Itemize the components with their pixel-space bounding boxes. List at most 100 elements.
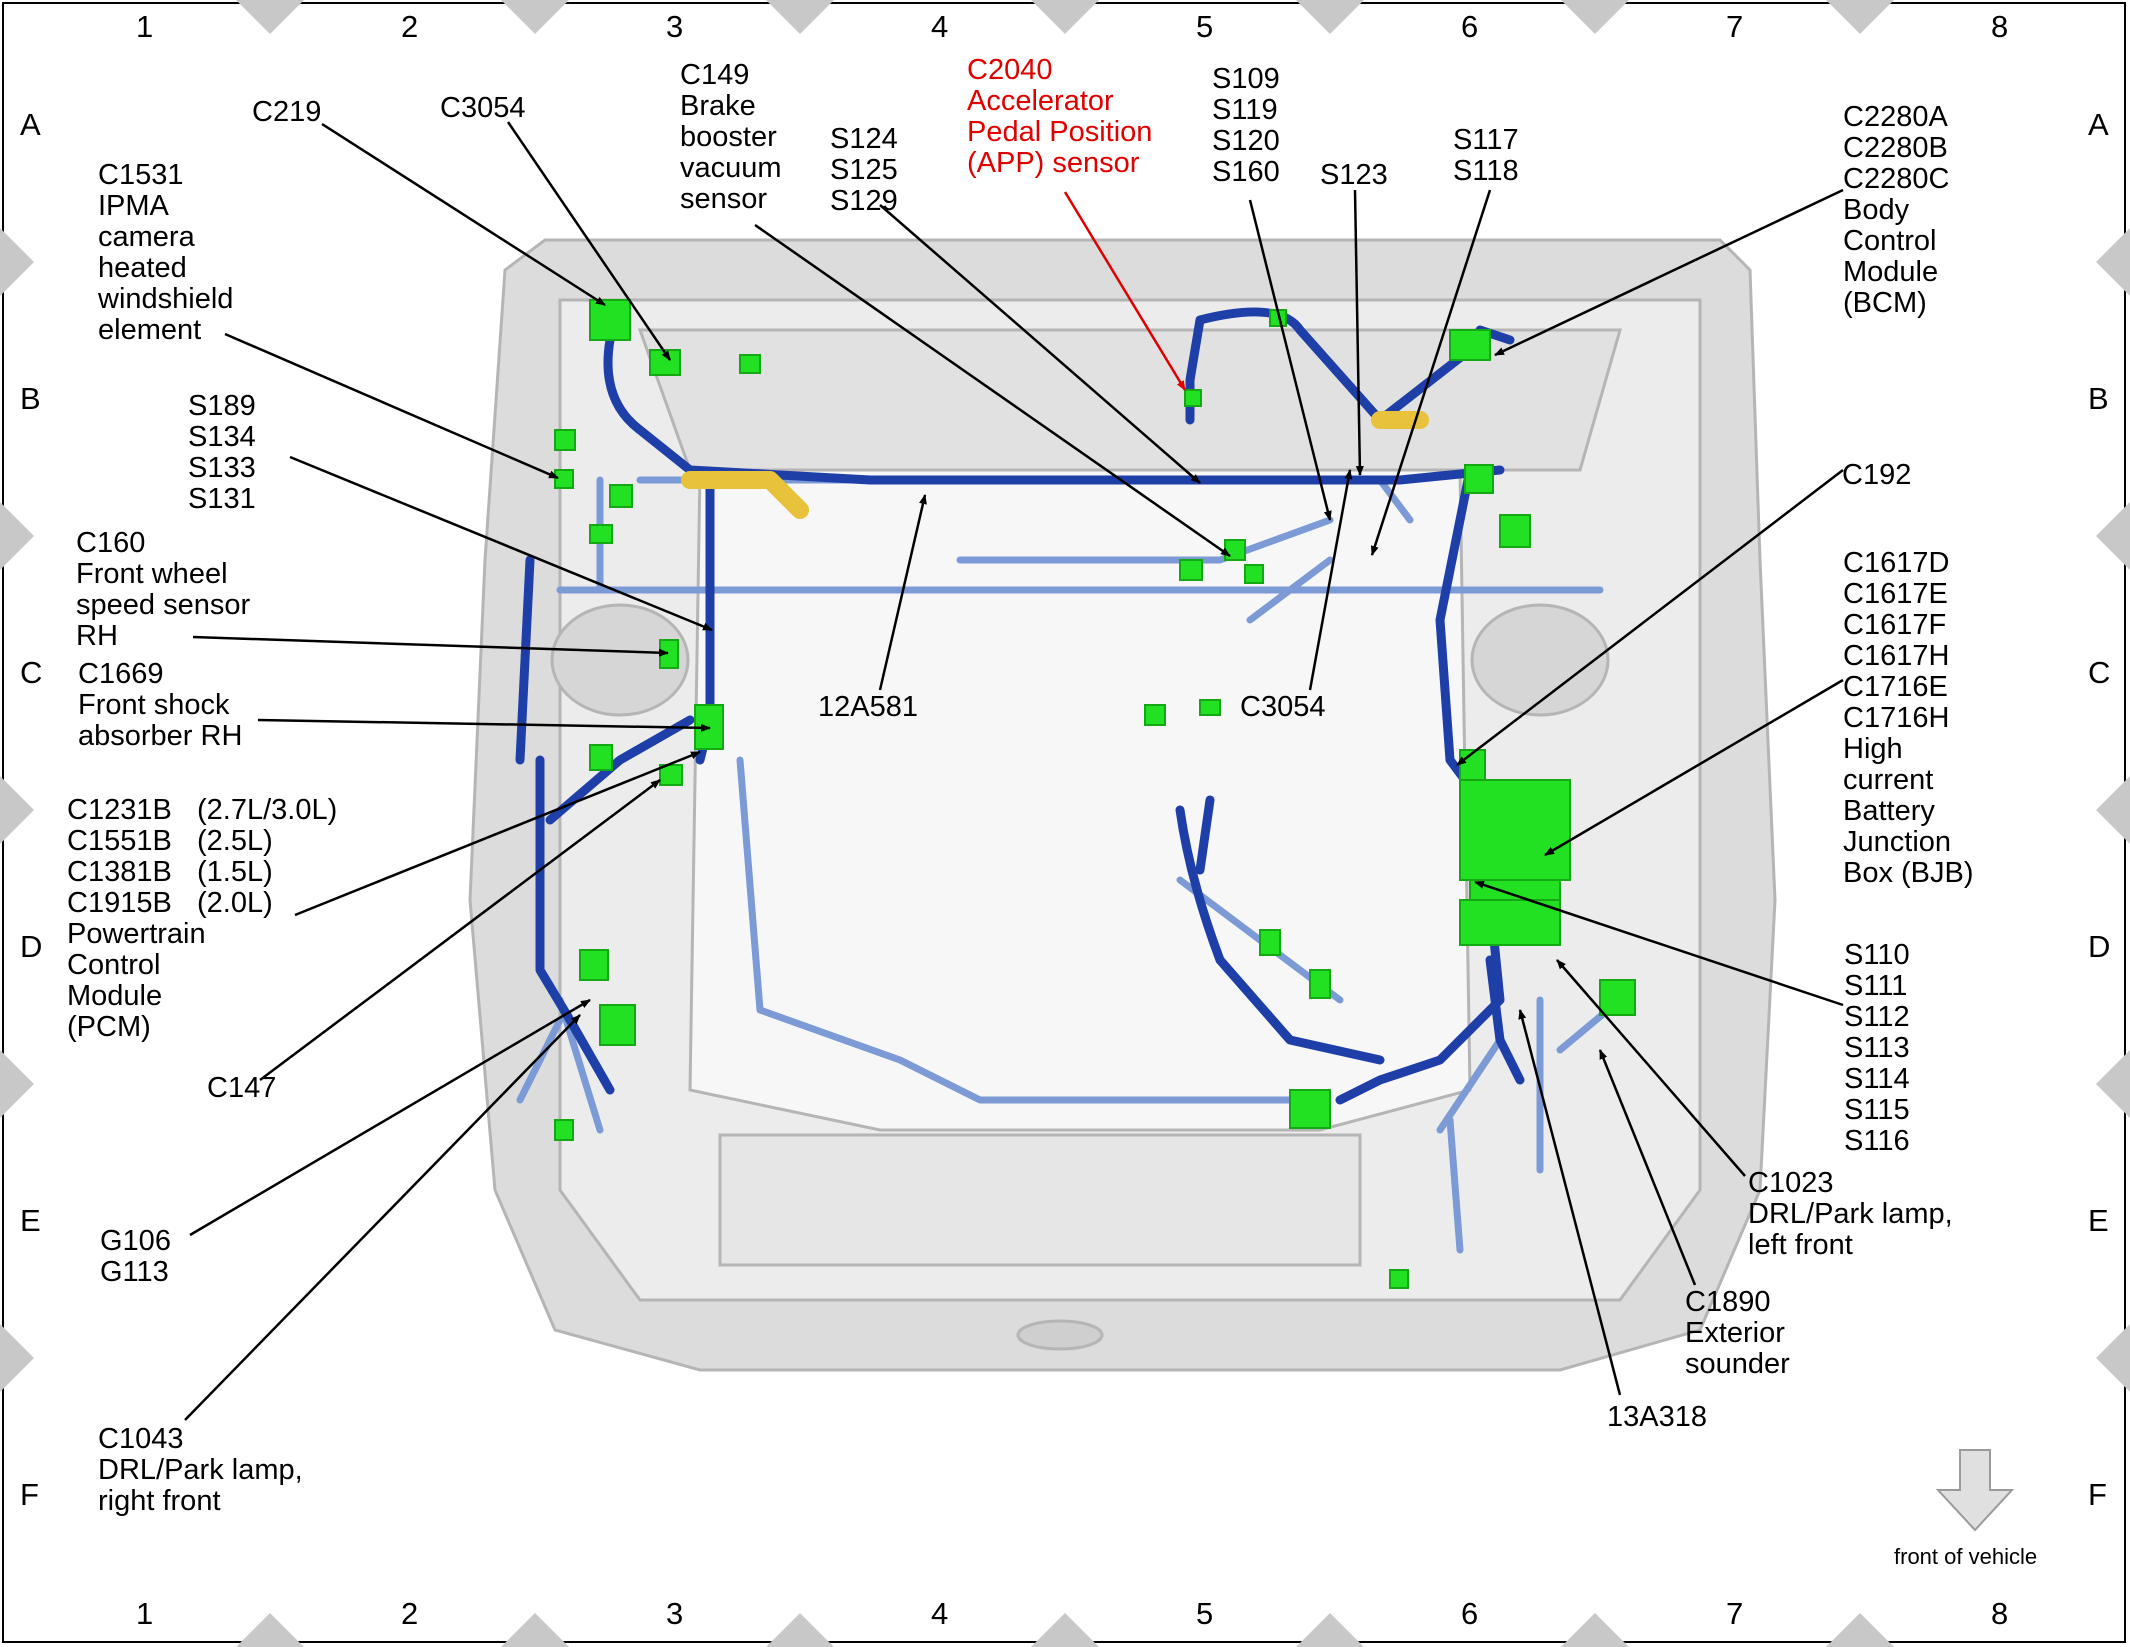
grid-col-top-5: 5 [1196,9,1214,44]
grid-zone-marker [236,0,304,34]
c1890-leader-line [1598,1049,1697,1286]
c160-leader-line [192,635,669,657]
grid-zone-marker [2096,776,2130,844]
grid-zone-marker [1826,0,1894,34]
grid-zone-marker [0,502,34,570]
grid-zone-marker [0,1050,34,1118]
grid-zone-marker [2096,1050,2130,1118]
c149-leader-line [754,223,1231,558]
pcm-leader-line [294,750,701,917]
grid-row-right-d: D [2088,929,2111,964]
label-pcm-engines: (2.7L/3.0L) (2.5L) (1.5L) (2.0L) [197,794,338,919]
s117-leader-line [1370,189,1492,556]
grid-zone-marker [501,1613,569,1647]
grid-col-bottom-6: 6 [1461,1596,1479,1631]
grid-col-bottom-1: 1 [136,1596,154,1631]
label-s123: S123 [1320,159,1388,191]
c3054-mid-leader-line [1308,469,1353,691]
c1043-leader-line [184,1014,581,1421]
s124-leader-line [879,204,1201,484]
label-c1043: C1043 DRL/Park lamp, right front [98,1423,303,1517]
grid-row-left-a: A [20,107,41,142]
13a318-leader-line [1518,1009,1622,1396]
label-c1531: C1531 IPMA camera heated windshield elem… [98,159,234,346]
label-13a318: 13A318 [1607,1401,1707,1433]
label-s110-group: S110 S111 S112 S113 S114 S115 S116 [1844,939,1910,1157]
label-s189-group: S189 S134 S133 S131 [188,390,256,515]
grid-col-bottom-2: 2 [401,1596,419,1631]
grid-zone-marker [0,776,34,844]
grid-col-top-3: 3 [666,9,684,44]
grid-col-bottom-5: 5 [1196,1596,1214,1631]
c192-leader-line [1456,469,1844,766]
label-c1890: C1890 Exterior sounder [1685,1286,1790,1380]
grid-col-bottom-4: 4 [931,1596,949,1631]
label-bjb: C1617D C1617E C1617F C1617H C1716E C1716… [1843,547,1974,889]
g106-leader-line [189,998,591,1237]
grid-row-right-e: E [2088,1203,2109,1238]
grid-zone-marker [1826,1613,1894,1647]
label-c2280-bcm: C2280A C2280B C2280C Body Control Module… [1843,101,1950,319]
grid-zone-marker [1031,1613,1099,1647]
grid-col-bottom-8: 8 [1991,1596,2009,1631]
label-c1023: C1023 DRL/Park lamp, left front [1748,1167,1953,1261]
c2040-leader-line [1063,191,1187,391]
grid-zone-marker [1561,0,1629,34]
grid-row-right-f: F [2088,1477,2107,1512]
grid-zone-marker [1031,0,1099,34]
callout-leader-lines [184,121,1844,1421]
bjb-leader-line [1544,678,1844,857]
grid-zone-marker [2096,1324,2130,1392]
grid-col-bottom-3: 3 [666,1596,684,1631]
grid-col-top-1: 1 [136,9,154,44]
grid-zone-marker [766,1613,834,1647]
grid-row-right-a: A [2088,107,2109,142]
grid-col-top-6: 6 [1461,9,1479,44]
label-s109-group: S109 S119 S120 S160 [1212,63,1280,188]
12a581-leader-line [878,494,927,691]
vehicle-body [468,238,1777,1372]
c1023-leader-line [1556,959,1746,1177]
label-s124-group: S124 S125 S129 [830,123,898,217]
s110-leader-line [1474,880,1844,1007]
label-g106-g113: G106 G113 [100,1225,171,1288]
grid-col-top-2: 2 [401,9,419,44]
grid-zone-marker [2096,228,2130,296]
c3054-top-leader-line [506,121,672,361]
grid-zone-marker [0,1324,34,1392]
grid-row-left-c: C [20,655,43,690]
label-c149: C149 Brake booster vacuum sensor [680,59,782,215]
grid-zone-marker [501,0,569,34]
grid-zone-marker [1296,0,1364,34]
front-of-vehicle-caption: front of vehicle [1894,1544,2038,1569]
label-pcm: C1231B C1551B C1381B C1915B Powertrain C… [67,794,206,1043]
grid-zone-marker [766,0,834,34]
grid-zone-marker [1296,1613,1364,1647]
grid-row-left-d: D [20,929,43,964]
grid-row-left-f: F [20,1477,39,1512]
grid-row-left-b: B [20,381,41,416]
label-c3054-top: C3054 [440,92,526,124]
grid-zone-marker [1561,1613,1629,1647]
label-c219: C219 [252,96,322,128]
c147-leader-line [259,779,661,1081]
grid-zone-marker [0,228,34,296]
harness-connectors [554,299,1636,1289]
label-c3054-mid: C3054 [1240,691,1326,723]
grid-row-right-c: C [2088,655,2111,690]
grid-zone-marker [236,1613,304,1647]
s109-leader-line [1248,199,1332,521]
c1531-leader-line [224,332,559,480]
label-c1669: C1669 Front shock absorber RH [78,658,243,752]
s189-leader-line [289,455,713,632]
c2280-leader-line [1494,188,1844,357]
c1669-leader-line [257,718,711,732]
grid-row-right-b: B [2088,381,2109,416]
grid-row-left-e: E [20,1203,41,1238]
grid-col-top-7: 7 [1726,9,1744,44]
grid-col-top-8: 8 [1991,9,2009,44]
label-c147: C147 [207,1072,277,1104]
